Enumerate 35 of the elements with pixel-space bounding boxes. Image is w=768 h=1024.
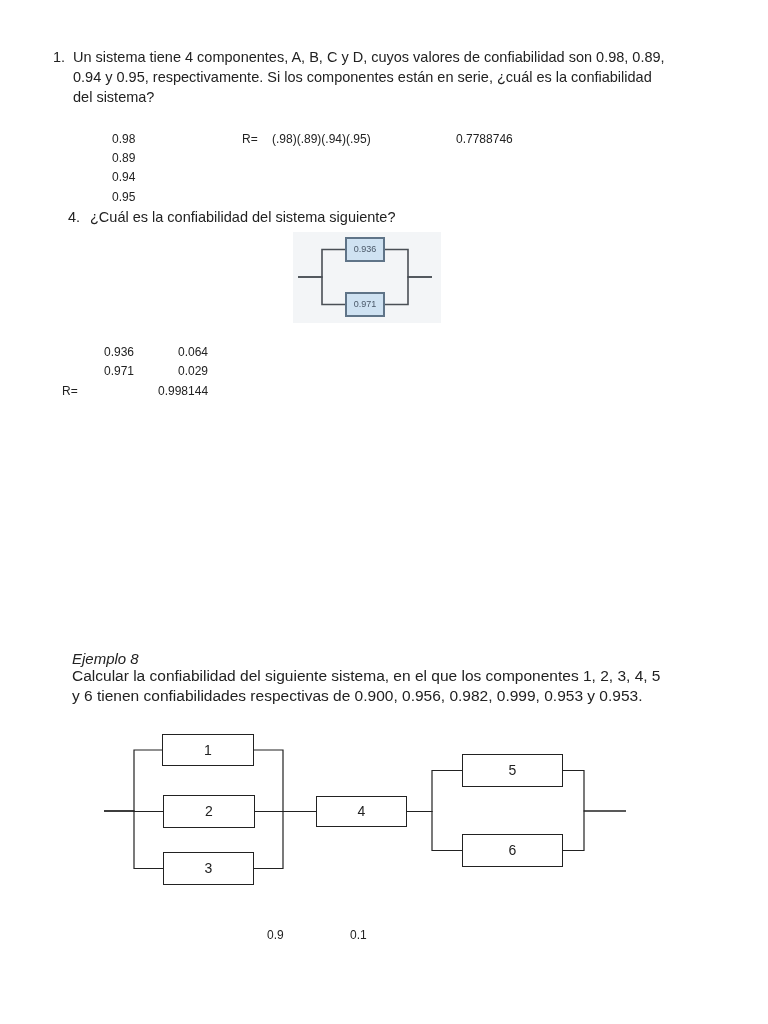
text-label: R= <box>242 131 259 148</box>
text-label: 0.7788746 <box>456 131 514 148</box>
text-label: 0.936 <box>104 344 136 361</box>
connector-line <box>562 810 627 852</box>
text-label: 4. <box>68 208 82 227</box>
reliability-box: 0.971 <box>345 292 385 317</box>
component-box: 5 <box>462 754 563 787</box>
text-label: 1. <box>53 48 67 67</box>
text-label: 0.9 <box>267 927 285 944</box>
text-label: 0.029 <box>178 363 210 380</box>
text-label: 0.1 <box>350 927 368 944</box>
text-label: 0.98 <box>112 131 137 148</box>
text-label: Ejemplo 8 <box>72 649 140 669</box>
text-label: 0.89 <box>112 150 137 167</box>
text-label: (.98)(.89)(.94)(.95) <box>272 131 372 148</box>
text-label: R= <box>62 383 79 400</box>
text-label: 0.95 <box>112 189 137 206</box>
text-label: 0.064 <box>178 344 210 361</box>
connector-line <box>384 276 433 306</box>
text-label: 0.971 <box>104 363 136 380</box>
component-box: 4 <box>316 796 407 827</box>
component-box: 3 <box>163 852 254 885</box>
text-label: 0.94 <box>112 169 137 186</box>
component-box: 6 <box>462 834 563 867</box>
connector-line <box>297 276 346 306</box>
reliability-box: 0.936 <box>345 237 385 262</box>
connector-line <box>406 810 463 852</box>
text-label: Un sistema tiene 4 componentes, A, B, C y D, cuyos valores de confiabilidad son 0.98, 0.89, 0.94 y 0.95, respectivamente. Si los componentes están en serie, ¿cuál es la confiabilidad del sistema? <box>73 48 666 107</box>
text-label: Calcular la confiabilidad del siguiente sistema, en el que los componentes 1, 2, 3, 4, 5 y 6 tienen confiabilidades respectivas de 0.900, 0.956, 0.982, 0.999, 0.953 y 0.953. <box>72 667 662 706</box>
text-label: ¿Cuál es la confiabilidad del sistema siguiente? <box>90 208 397 227</box>
component-box: 2 <box>163 795 255 828</box>
connector-line <box>103 810 164 870</box>
text-label: 0.998144 <box>158 383 210 400</box>
component-box: 1 <box>162 734 254 766</box>
connector-line <box>253 810 317 870</box>
